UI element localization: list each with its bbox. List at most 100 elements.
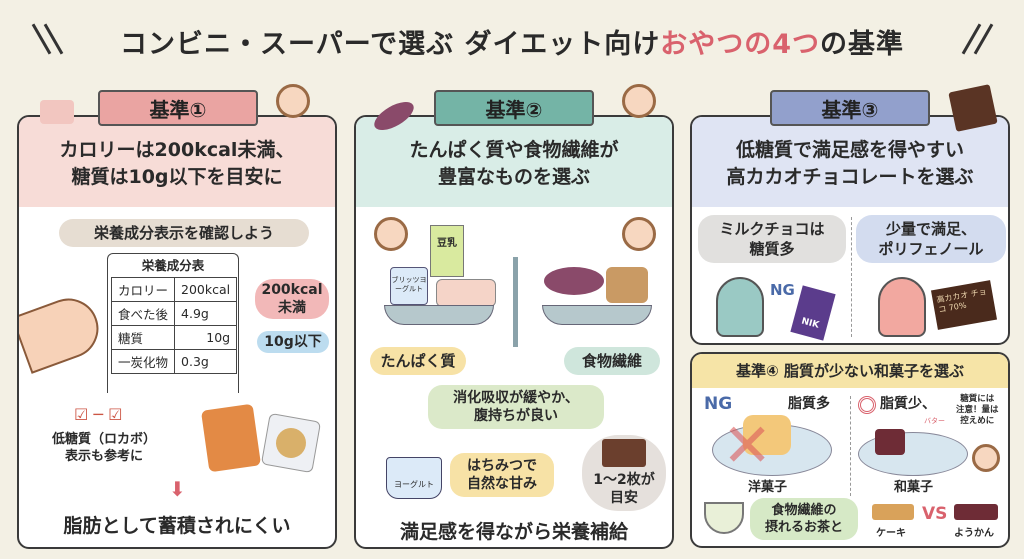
yokan-icon <box>954 504 998 520</box>
butter-note: バター <box>924 417 945 425</box>
woman-avatar-icon <box>972 444 1000 472</box>
cell: カロリー <box>110 277 176 302</box>
japanese-sweets-plate <box>858 429 968 476</box>
sugar-caution: 糖質には注意！量は控えめに <box>956 394 999 427</box>
snack-package-icon <box>200 403 262 473</box>
title-text-end: の基準 <box>820 29 905 60</box>
cell: 200kcal <box>174 277 238 302</box>
woman-avatar-icon <box>276 84 310 118</box>
chicken-icon <box>436 279 496 307</box>
panel-header: 基準④ 脂質が少ない和菓子を選ぶ <box>692 354 1008 388</box>
fat-high-label: 脂質多 <box>788 396 830 412</box>
scale-stand-icon <box>513 257 518 347</box>
note-line: 糖質には <box>960 394 995 404</box>
western-label: 洋菓子 <box>748 480 788 495</box>
honey-bubble: はちみつで自然な甘み <box>450 453 554 497</box>
heading-line: 低糖質で満足感を得やすい <box>735 139 964 161</box>
protein-label: たんぱく質 <box>370 347 466 375</box>
high-cacao-bubble: 少量で満足、ポリフェノール <box>856 215 1006 263</box>
chocolate-icon <box>948 84 998 132</box>
lowcarb-note: 低糖質（ロカボ） 表示も参考に <box>33 431 175 465</box>
bubble-line: 糖質多 <box>749 240 795 258</box>
check-label: 栄養成分表示を確認しよう <box>59 219 309 247</box>
heading-line: カロリーは200kcal未満、 <box>59 139 295 161</box>
bubble-line: はちみつで <box>467 458 537 474</box>
double-circle-icon <box>858 396 876 414</box>
tea-cup-icon <box>704 502 744 534</box>
heading-line: 糖質は10g以下を目安に <box>71 166 283 188</box>
panel-criterion-3: 低糖質で満足感を得やすい 高カカオチョコレートを選ぶ ミルクチョコは糖質多 少量… <box>690 115 1010 345</box>
fat-low-label: 脂質少、 <box>880 396 936 412</box>
nutrition-table-title: 栄養成分表 <box>107 253 239 393</box>
panel-header: カロリーは200kcal未満、 糖質は10g以下を目安に <box>19 117 335 207</box>
western-sweets-plate <box>712 415 832 476</box>
divider <box>850 396 851 496</box>
milk-chocolate-bar: NIK <box>790 285 836 341</box>
criterion-ribbon-3: 基準③ <box>770 90 930 126</box>
bubble-line: 食物繊維の <box>771 503 837 518</box>
woman-avatar-icon <box>622 84 656 118</box>
tag-line: 未満 <box>278 300 306 316</box>
scale-pan-right <box>542 305 652 325</box>
woman-avatar-icon <box>622 217 656 251</box>
cake-bar-icon <box>872 504 914 520</box>
scale-pan-left <box>384 305 494 325</box>
nuts-icon <box>606 267 648 303</box>
sad-woman-icon <box>716 277 764 337</box>
panel-header: たんぱく質や食物繊維が 豊富なものを選ぶ <box>356 117 672 207</box>
bubble-line: 少量で満足、 <box>885 220 976 238</box>
note-line: 注意！量は <box>956 405 999 415</box>
tag-line: 200kcal <box>261 282 323 298</box>
bubble-line: ポリフェノール <box>878 240 984 258</box>
conclusion-text: 脂肪として蓄積されにくい <box>63 515 291 537</box>
kcal-tag: 200kcal 未満 <box>255 279 329 319</box>
note-line: 表示も参考に <box>64 449 143 464</box>
panel-header: 低糖質で満足感を得やすい 高カカオチョコレートを選ぶ <box>692 117 1008 207</box>
cross-icon: ✕ <box>722 411 773 481</box>
note-line: 低糖質（ロカボ） <box>51 432 156 447</box>
bubble-line: 自然な甘み <box>467 476 537 492</box>
sweet-potato-icon <box>544 267 604 295</box>
page-title: コンビニ・スーパーで選ぶ ダイエット向けおやつの4つの基準 <box>0 22 1024 61</box>
ng-label: NG <box>704 394 733 414</box>
bubble-line: 目安 <box>610 490 638 506</box>
bubble-line: ミルクチョコは <box>719 220 825 238</box>
checkbox-icons: ☑ ─ ☑ <box>74 405 123 424</box>
title-text: コンビニ・スーパーで選ぶ ダイエット向け <box>119 29 661 60</box>
soy-milk-carton: 豆乳 <box>430 225 464 277</box>
panel-criterion-2: たんぱく質や食物繊維が 豊富なものを選ぶ 豆乳 ブリッツヨーグルト たんぱく質 … <box>354 115 674 549</box>
criterion-ribbon-1: 基準① <box>98 90 258 126</box>
cell: 食べた後 <box>110 301 176 326</box>
fiber-label: 食物繊維 <box>564 347 660 375</box>
yokan-label: ようかん <box>954 528 994 539</box>
bubble-line: 1〜2枚が <box>593 472 655 488</box>
high-cacao-chocolate: 高カカオ チョコ 70% <box>930 280 998 330</box>
criterion-ribbon-2: 基準② <box>434 90 594 126</box>
digest-bubble: 消化吸収が緩やか、腹持ちが良い <box>428 385 604 429</box>
chocolate-icon <box>602 439 646 467</box>
title-highlight: おやつの4つ <box>660 29 821 60</box>
cell: 糖質 <box>110 325 176 350</box>
heading-line: 豊富なものを選ぶ <box>437 166 590 188</box>
yogurt-cup: ブリッツヨーグルト <box>390 267 428 305</box>
ng-label: NG <box>770 281 795 299</box>
japanese-label: 和菓子 <box>894 480 934 495</box>
cake-icon <box>40 100 74 124</box>
bubble-line: 消化吸収が緩やか、 <box>453 390 579 406</box>
woman-avatar-icon <box>374 217 408 251</box>
cell: 10g <box>174 325 238 350</box>
vs-label: VS <box>922 504 948 524</box>
panel-criterion-1: カロリーは200kcal未満、 糖質は10g以下を目安に 栄養成分表示を確認しよ… <box>17 115 337 549</box>
cookie-package-icon <box>260 412 322 474</box>
cell: 4.9g <box>174 301 238 326</box>
cell: 0.3g <box>174 349 238 374</box>
yogurt-honey-cup: ヨーグルト <box>386 457 442 499</box>
heading-line: 高カカオチョコレートを選ぶ <box>726 166 974 188</box>
pointing-hand-icon <box>19 290 107 374</box>
divider <box>851 217 852 337</box>
